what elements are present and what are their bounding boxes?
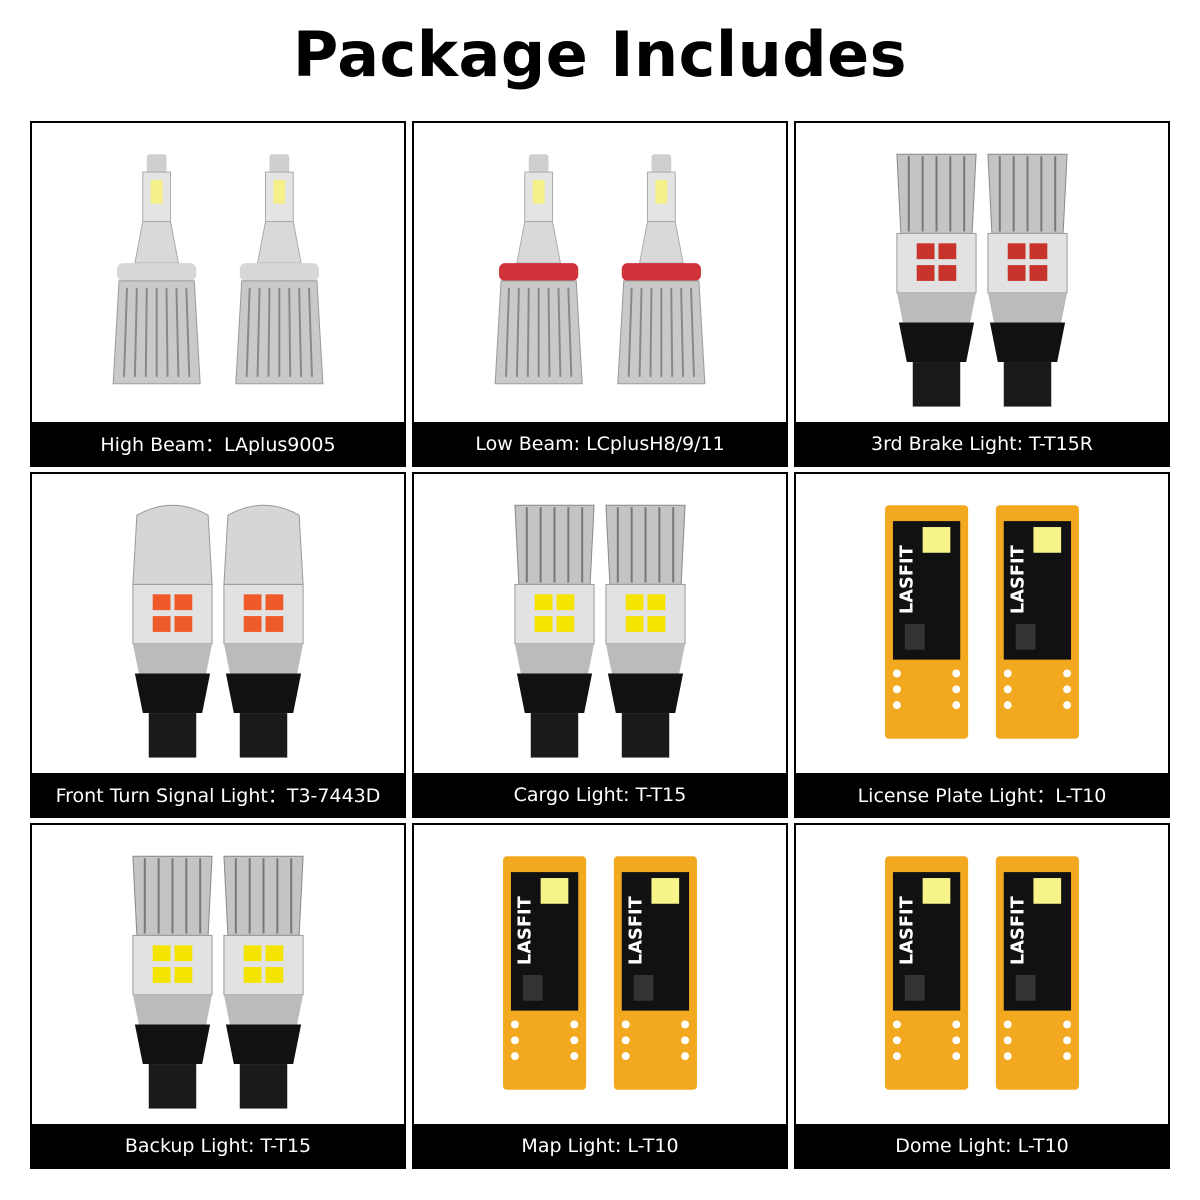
svg-text:LASFIT: LASFIT	[626, 895, 647, 965]
product-card: Low Beam: LCplusH8/9/11	[412, 121, 788, 467]
product-caption: Front Turn Signal Light：T3-7443D	[32, 773, 404, 816]
product-card: High Beam：LAplus9005	[30, 121, 406, 467]
svg-text:LASFIT: LASFIT	[515, 895, 536, 965]
wedge-bulb-image	[132, 855, 304, 1109]
wedge-bulb-image	[896, 153, 1068, 407]
svg-text:LASFIT: LASFIT	[1008, 544, 1029, 614]
svg-text:LASFIT: LASFIT	[897, 895, 918, 965]
pcb-bulb-image: LASFIT LASFIT	[885, 505, 1079, 739]
wedge-bulb-image	[514, 504, 686, 758]
product-caption: Backup Light: T-T15	[32, 1124, 404, 1167]
svg-text:LASFIT: LASFIT	[1008, 895, 1029, 965]
wedge-bulb-image	[132, 504, 304, 758]
product-caption: High Beam：LAplus9005	[32, 422, 404, 465]
headlight-bulb-image	[494, 154, 706, 385]
product-card: LASFIT LASFIT Dome Light: L-T10	[794, 823, 1170, 1169]
product-caption: Low Beam: LCplusH8/9/11	[414, 422, 786, 465]
product-card: Backup Light: T-T15	[30, 823, 406, 1169]
pcb-bulb-image: LASFIT LASFIT	[885, 856, 1079, 1090]
product-caption: Dome Light: L-T10	[796, 1124, 1168, 1167]
product-card: LASFIT LASFIT License Plate Light：L-T10	[794, 472, 1170, 818]
product-card: LASFIT LASFIT Map Light: L-T10	[412, 823, 788, 1169]
svg-text:LASFIT: LASFIT	[897, 544, 918, 614]
product-caption: 3rd Brake Light: T-T15R	[796, 422, 1168, 465]
headlight-bulb-image	[112, 154, 324, 385]
product-card: 3rd Brake Light: T-T15R	[794, 121, 1170, 467]
product-caption: License Plate Light：L-T10	[796, 773, 1168, 816]
pcb-bulb-image: LASFIT LASFIT	[503, 856, 697, 1090]
product-caption: Map Light: L-T10	[414, 1124, 786, 1167]
product-card: Front Turn Signal Light：T3-7443D	[30, 472, 406, 818]
product-grid: High Beam：LAplus9005 Low Beam: LCplusH8/…	[30, 121, 1170, 1169]
page-title: Package Includes	[292, 18, 908, 91]
product-card: Cargo Light: T-T15	[412, 472, 788, 818]
product-caption: Cargo Light: T-T15	[414, 773, 786, 816]
